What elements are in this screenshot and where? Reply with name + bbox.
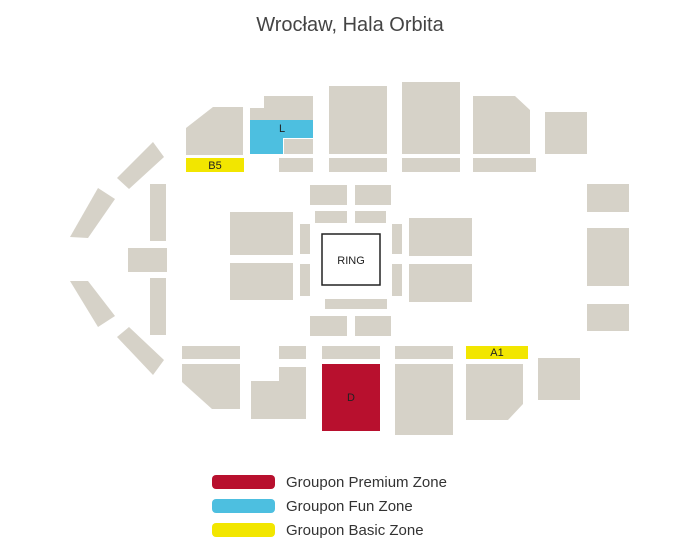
section-bottom-strip-3[interactable] — [322, 346, 380, 359]
section-right-1[interactable] — [587, 184, 629, 212]
floor-top-d[interactable] — [355, 211, 386, 223]
section-top-strip-3[interactable] — [402, 158, 460, 172]
floor-bottom-d[interactable] — [355, 299, 387, 309]
section-bottom-6[interactable] — [538, 358, 580, 400]
legend-item-premium: Groupon Premium Zone — [212, 470, 447, 494]
legend: Groupon Premium Zone Groupon Fun Zone Gr… — [212, 470, 447, 542]
section-top-5[interactable] — [545, 112, 587, 154]
ring — [321, 233, 381, 286]
section-l-label: L — [279, 123, 285, 135]
floor-right-c[interactable] — [392, 224, 402, 254]
legend-label-premium: Groupon Premium Zone — [286, 473, 447, 491]
floor-bottom-a[interactable] — [310, 316, 347, 336]
section-left-lower-1[interactable] — [117, 327, 164, 375]
section-a1-label: A1 — [490, 347, 503, 359]
floor-left-a[interactable] — [230, 212, 293, 255]
section-left-inner-mid[interactable] — [128, 248, 167, 272]
floor-right-a[interactable] — [409, 218, 472, 256]
legend-label-basic: Groupon Basic Zone — [286, 521, 424, 539]
legend-swatch-fun — [212, 499, 275, 513]
floor-right-b[interactable] — [409, 264, 472, 302]
section-l-side[interactable] — [250, 108, 264, 120]
floor-left-b[interactable] — [230, 263, 293, 300]
section-b5-label: B5 — [208, 160, 221, 172]
floor-left-d[interactable] — [300, 264, 310, 296]
section-a1[interactable] — [466, 346, 528, 359]
floor-bottom-c[interactable] — [325, 299, 357, 309]
section-l-lower[interactable] — [284, 139, 313, 154]
map-title: Wrocław, Hala Orbita — [256, 14, 444, 36]
section-bottom-strip-2[interactable] — [279, 346, 306, 359]
floor-top-a[interactable] — [310, 185, 347, 205]
section-b5[interactable] — [186, 158, 244, 172]
section-right-2[interactable] — [587, 228, 629, 286]
section-right-3[interactable] — [587, 304, 629, 331]
floor-right-d[interactable] — [392, 264, 402, 296]
section-top-strip-2[interactable] — [329, 158, 387, 172]
section-top-strip-1[interactable] — [279, 158, 313, 172]
floor-top-c[interactable] — [315, 211, 347, 223]
section-left-upper-1[interactable] — [117, 142, 164, 189]
section-top-corner[interactable] — [186, 107, 243, 155]
section-top-4[interactable] — [473, 96, 530, 154]
section-bottom-5[interactable] — [466, 364, 523, 420]
legend-item-fun: Groupon Fun Zone — [212, 494, 447, 518]
legend-label-fun: Groupon Fun Zone — [286, 497, 413, 515]
legend-item-basic: Groupon Basic Zone — [212, 518, 447, 542]
section-d[interactable] — [322, 364, 380, 431]
section-bottom-strip-1[interactable] — [182, 346, 240, 359]
section-top-2[interactable] — [329, 86, 387, 154]
floor-top-b[interactable] — [355, 185, 391, 205]
section-d-label: D — [347, 392, 355, 404]
section-bottom-strip-4[interactable] — [395, 346, 453, 359]
section-top-strip-4[interactable] — [473, 158, 536, 172]
section-bottom-corner[interactable] — [182, 364, 240, 409]
section-bottom-4[interactable] — [395, 364, 453, 435]
legend-swatch-premium — [212, 475, 275, 489]
section-bottom-2a[interactable] — [251, 381, 279, 419]
floor-left-c[interactable] — [300, 224, 310, 254]
ring-label: RING — [337, 255, 365, 267]
arena-map: B5 L RING D A1 — [70, 82, 629, 435]
legend-swatch-basic — [212, 523, 275, 537]
section-left-lower-2[interactable] — [70, 281, 115, 327]
section-left-inner-bottom[interactable] — [150, 278, 166, 335]
section-top-3[interactable] — [402, 82, 460, 154]
section-l-top[interactable] — [264, 96, 313, 120]
section-l[interactable] — [250, 120, 313, 154]
floor-bottom-b[interactable] — [355, 316, 391, 336]
section-left-upper-2[interactable] — [70, 188, 115, 238]
section-bottom-2b[interactable] — [279, 367, 306, 419]
section-left-inner-top[interactable] — [150, 184, 166, 241]
